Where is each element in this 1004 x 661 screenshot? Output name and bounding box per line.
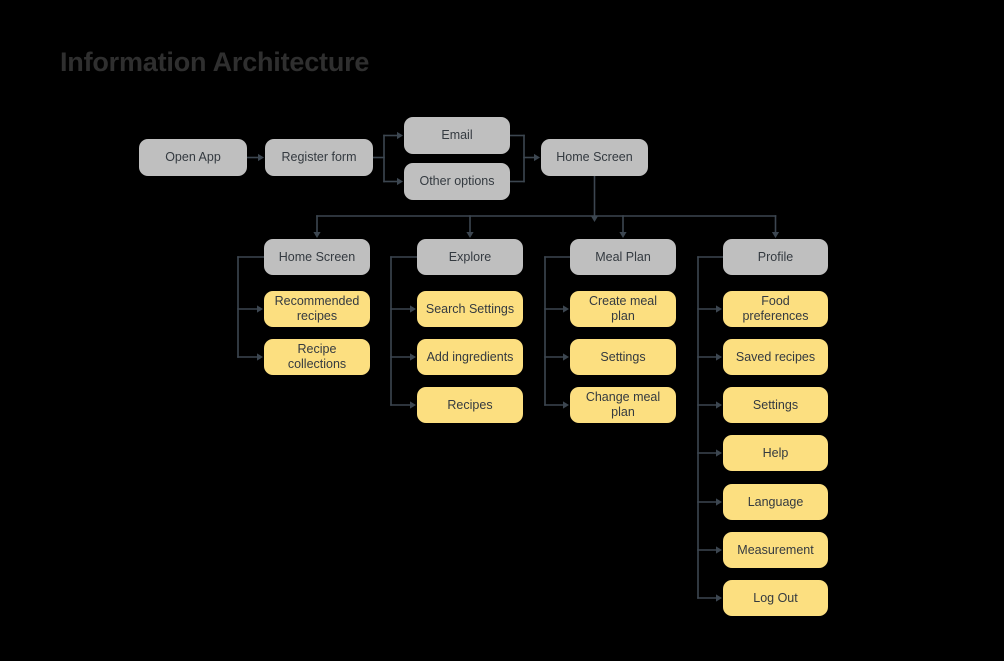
arrowhead-add-ingredients	[410, 353, 416, 361]
node-recipe-collections[interactable]: Recipe collections	[264, 339, 370, 375]
arrowhead-explore	[466, 232, 474, 238]
node-home-screen-top[interactable]: Home Screen	[541, 139, 648, 176]
node-explore[interactable]: Explore	[417, 239, 523, 275]
node-profile[interactable]: Profile	[723, 239, 828, 275]
node-other-options[interactable]: Other options	[404, 163, 510, 200]
node-create-meal-plan[interactable]: Create meal plan	[570, 291, 676, 327]
node-register-form[interactable]: Register form	[265, 139, 373, 176]
arrowhead-email	[397, 131, 403, 140]
node-food-preferences[interactable]: Food preferences	[723, 291, 828, 327]
arrowhead-recipe-collections	[257, 353, 263, 361]
arrowhead-bus-center	[590, 216, 599, 222]
arrowhead-home-screen	[313, 232, 321, 238]
node-search-settings[interactable]: Search Settings	[417, 291, 523, 327]
arrowhead-profile-settings	[716, 401, 722, 409]
node-measurement[interactable]: Measurement	[723, 532, 828, 568]
arrowhead-log-out	[716, 594, 722, 602]
arrowhead-food-preferences	[716, 305, 722, 313]
node-home-screen[interactable]: Home Screen	[264, 239, 370, 275]
node-open-app[interactable]: Open App	[139, 139, 247, 176]
node-email[interactable]: Email	[404, 117, 510, 154]
node-add-ingredients[interactable]: Add ingredients	[417, 339, 523, 375]
arrowhead-create-meal-plan	[563, 305, 569, 313]
arrowhead-help	[716, 449, 722, 457]
arrowhead-search-settings	[410, 305, 416, 313]
node-meal-plan[interactable]: Meal Plan	[570, 239, 676, 275]
page-title: Information Architecture	[60, 47, 370, 77]
arrowhead-home-screen-top	[534, 153, 540, 162]
node-recommended[interactable]: Recommended recipes	[264, 291, 370, 327]
node-profile-settings[interactable]: Settings	[723, 387, 828, 423]
arrowhead-language	[716, 498, 722, 506]
arrowhead-measurement	[716, 546, 722, 554]
arrowhead-profile	[771, 232, 780, 238]
node-recipes[interactable]: Recipes	[417, 387, 523, 423]
node-meal-plan-settings[interactable]: Settings	[570, 339, 676, 375]
arrowhead-other-options	[397, 177, 403, 186]
arrowhead-meal-plan	[619, 232, 627, 238]
arrowhead-register-form	[258, 153, 264, 162]
arrowhead-recipes	[410, 401, 416, 409]
node-saved-recipes[interactable]: Saved recipes	[723, 339, 828, 375]
arrowhead-change-meal-plan	[563, 401, 569, 409]
node-log-out[interactable]: Log Out	[723, 580, 828, 616]
arrowhead-saved-recipes	[716, 353, 722, 361]
node-change-meal-plan[interactable]: Change meal plan	[570, 387, 676, 423]
node-language[interactable]: Language	[723, 484, 828, 520]
arrowhead-recommended	[257, 305, 263, 313]
arrowhead-meal-plan-settings	[563, 353, 569, 361]
node-help[interactable]: Help	[723, 435, 828, 471]
